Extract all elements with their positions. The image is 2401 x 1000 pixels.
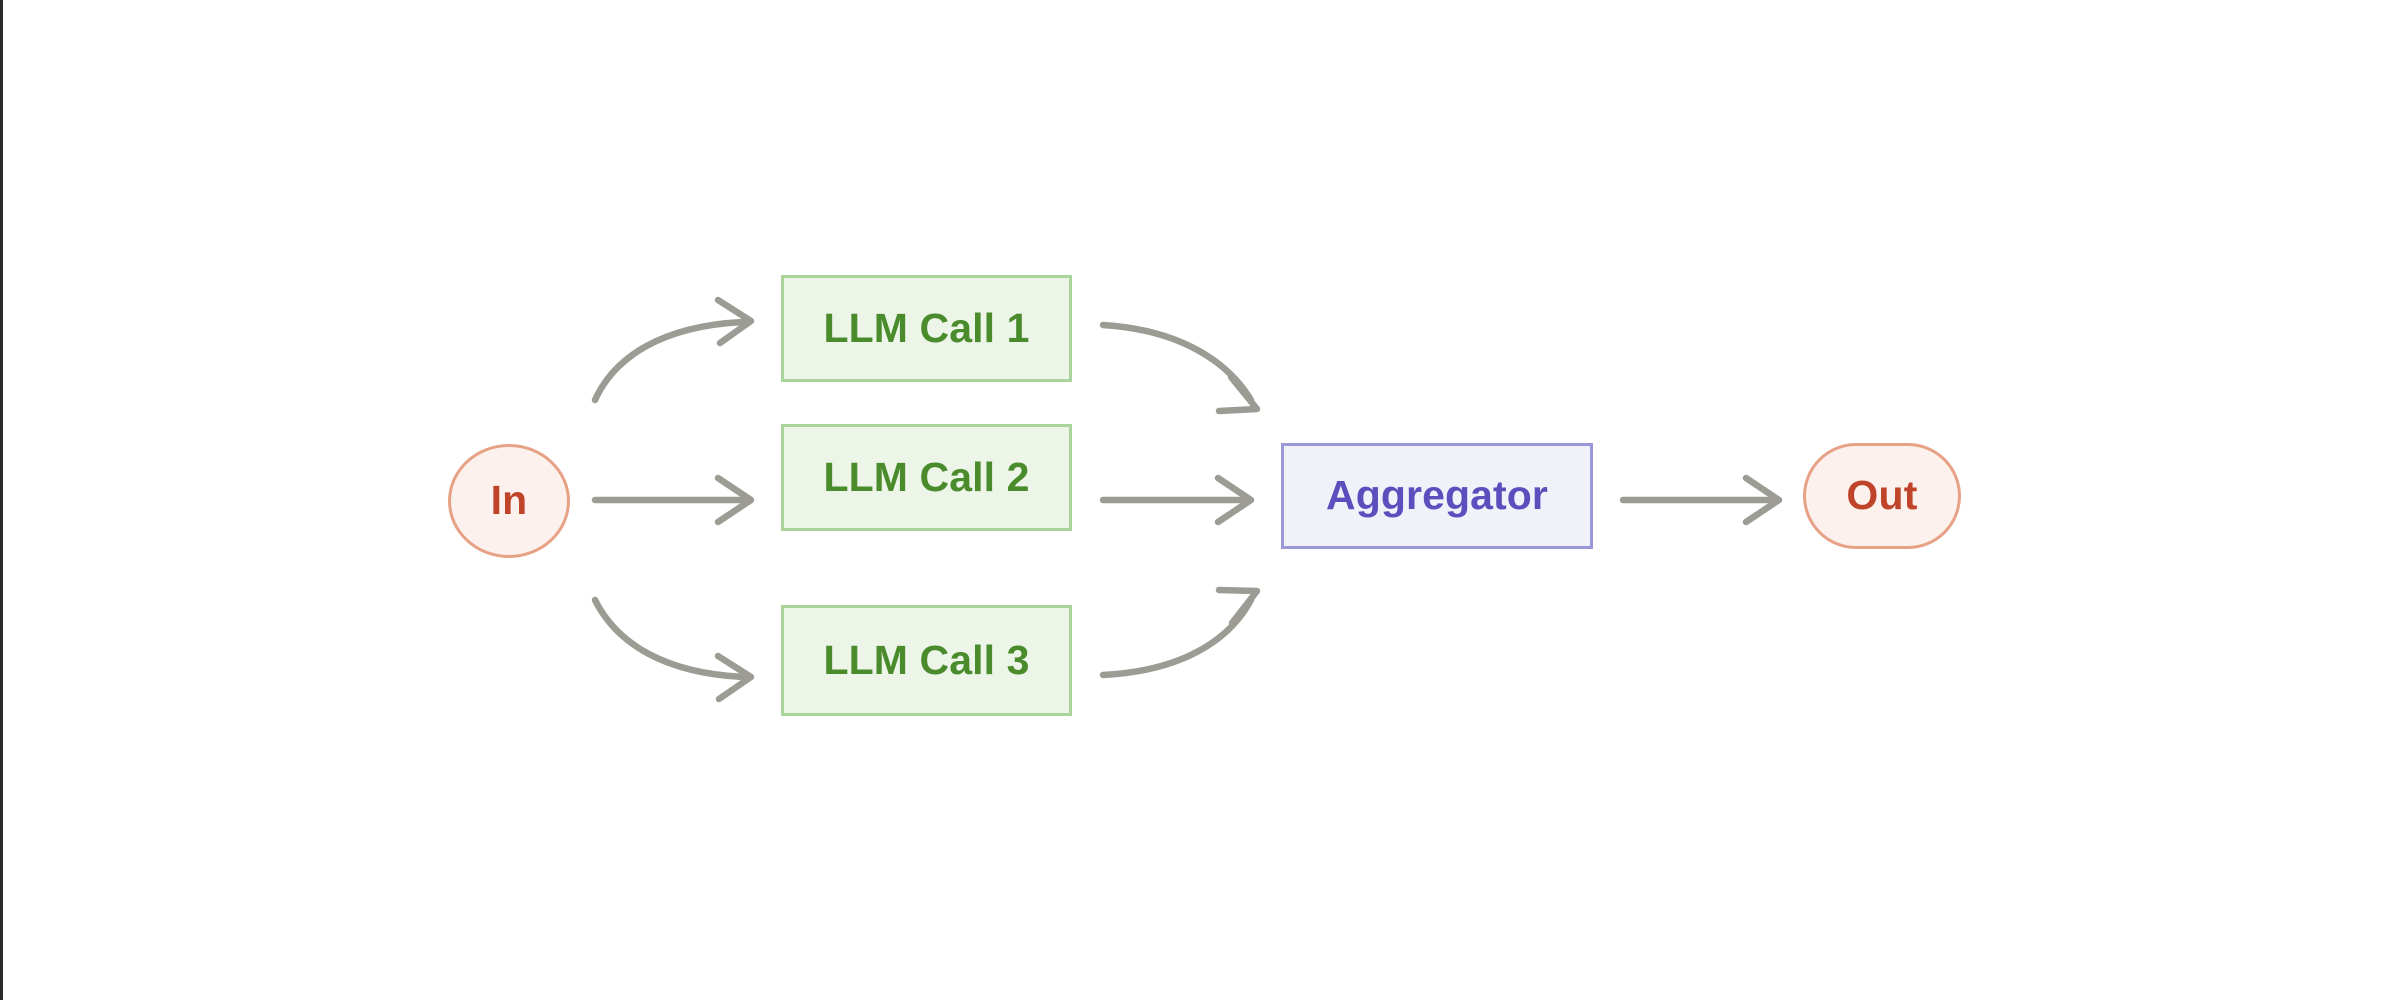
node-llm-call-3-label: LLM Call 3	[823, 636, 1030, 683]
node-aggregator-label: Aggregator	[1326, 472, 1548, 519]
node-llm-call-2-label: LLM Call 2	[823, 453, 1030, 500]
node-in[interactable]: In	[448, 444, 570, 558]
edge-aggregator-to-out	[1619, 474, 1783, 526]
node-llm-call-1-label: LLM Call 1	[823, 304, 1030, 351]
node-out-label: Out	[1846, 472, 1918, 519]
node-out[interactable]: Out	[1803, 443, 1961, 549]
edge-in-to-llm-call-1	[591, 296, 755, 404]
node-aggregator[interactable]: Aggregator	[1281, 443, 1593, 549]
edge-llm-call-3-to-aggregator	[1099, 586, 1261, 679]
diagram-edges-layer	[591, 296, 1783, 703]
edge-in-to-llm-call-2	[591, 474, 755, 526]
node-llm-call-3[interactable]: LLM Call 3	[781, 605, 1072, 716]
edge-in-to-llm-call-3	[591, 596, 755, 703]
edge-llm-call-2-to-aggregator	[1099, 474, 1255, 526]
node-in-label: In	[490, 477, 528, 524]
edge-llm-call-1-to-aggregator	[1099, 321, 1261, 415]
node-llm-call-2[interactable]: LLM Call 2	[781, 424, 1072, 531]
node-llm-call-1[interactable]: LLM Call 1	[781, 275, 1072, 382]
